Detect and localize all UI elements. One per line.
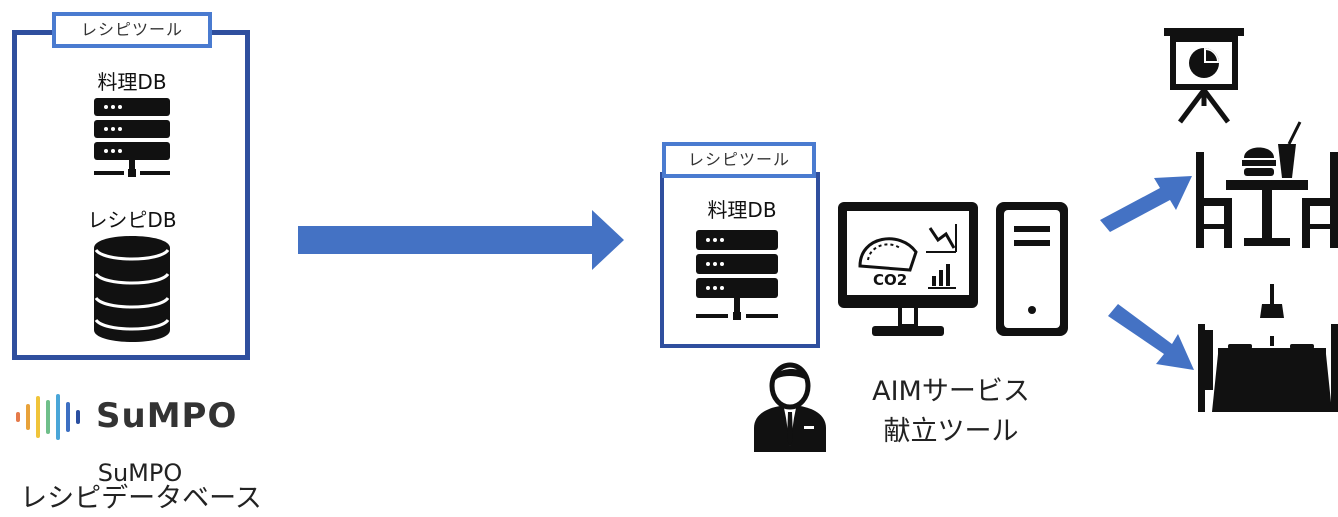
cafe-table-icon	[1196, 121, 1338, 248]
source-recipe-db-label: レシピDB	[87, 208, 177, 232]
sumpo-logo-text: SuMPO	[96, 396, 238, 436]
server-icon	[696, 230, 778, 320]
sumpo-caption-line2: レシピデータベース	[20, 483, 262, 514]
dining-table-icon	[1198, 284, 1338, 412]
sumpo-logo-mark-icon	[16, 394, 80, 440]
source-dish-db-label: 料理DB	[97, 70, 167, 94]
pc-tower-icon	[996, 202, 1068, 336]
arrow-down-right-icon	[1108, 304, 1194, 370]
server-icon	[94, 98, 170, 177]
target-tab-label: レシピツール	[662, 142, 816, 178]
monitor-co2-text: CO2	[873, 271, 908, 289]
target-caption-line1: AIMサービス	[872, 376, 1030, 407]
arrow-right-icon	[298, 210, 624, 270]
sumpo-caption-line1: SuMPO	[97, 459, 183, 487]
target-caption-line2: 献立ツール	[883, 416, 1019, 447]
monitor-icon	[838, 202, 978, 336]
presentation-board-icon	[1164, 28, 1244, 124]
arrow-up-right-icon	[1100, 176, 1192, 232]
database-icon	[94, 236, 170, 342]
businessman-icon	[754, 362, 826, 452]
target-dish-db-label: 料理DB	[707, 198, 777, 222]
source-tab-label: レシピツール	[52, 12, 212, 48]
